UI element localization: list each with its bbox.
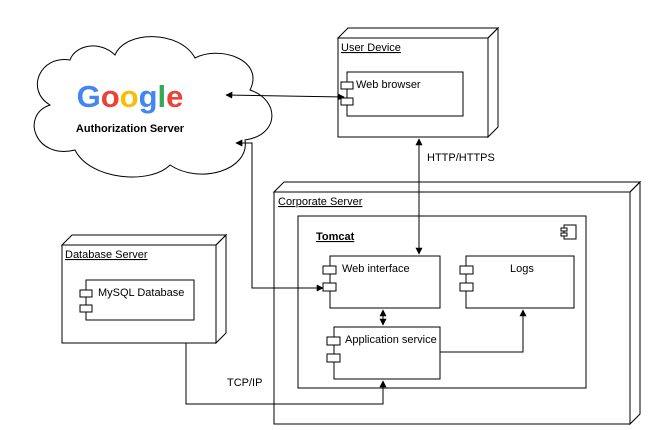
user-device-node: User Device <box>336 26 500 139</box>
google-letter-5: l <box>158 79 167 114</box>
appservice-logs-connector <box>440 309 527 353</box>
web-interface-label: Web interface <box>342 263 410 275</box>
http-label: HTTP/HTTPS <box>427 152 495 164</box>
logs-component: Logs <box>459 255 575 309</box>
database-server-label: Database Server <box>65 249 148 261</box>
mysql-database-label: MySQL Database <box>98 287 184 299</box>
logs-label: Logs <box>510 263 534 275</box>
authorization-server-cloud: Google Authorization Server <box>33 36 273 178</box>
tomcat-component: Tomcat <box>297 215 587 389</box>
google-letter-2: o <box>101 79 120 114</box>
cloud-browser-connector <box>225 91 345 101</box>
component-icon <box>560 224 577 240</box>
corporate-server-label: Corporate Server <box>278 196 363 208</box>
web-browser-label: Web browser <box>356 79 421 91</box>
cloud-webinterface-connector <box>235 139 324 292</box>
tomcat-label: Tomcat <box>316 231 355 243</box>
google-logo: Google <box>77 79 184 114</box>
google-letter-3: o <box>120 79 139 114</box>
authorization-server-label: Authorization Server <box>76 123 185 135</box>
web-browser-component: Web browser <box>340 71 464 117</box>
application-service-component: Application service <box>326 326 441 380</box>
tcpip-label: TCP/IP <box>227 377 262 389</box>
tcpip-connector <box>185 343 387 405</box>
user-device-label: User Device <box>341 42 401 54</box>
google-letter-1: G <box>77 79 101 114</box>
google-letter-6: e <box>166 79 183 114</box>
database-server-node: Database Server <box>60 233 228 345</box>
mysql-database-component: MySQL Database <box>79 279 195 321</box>
web-interface-component: Web interface <box>322 255 441 309</box>
application-service-label: Application service <box>345 334 437 346</box>
google-letter-4: g <box>139 79 158 114</box>
